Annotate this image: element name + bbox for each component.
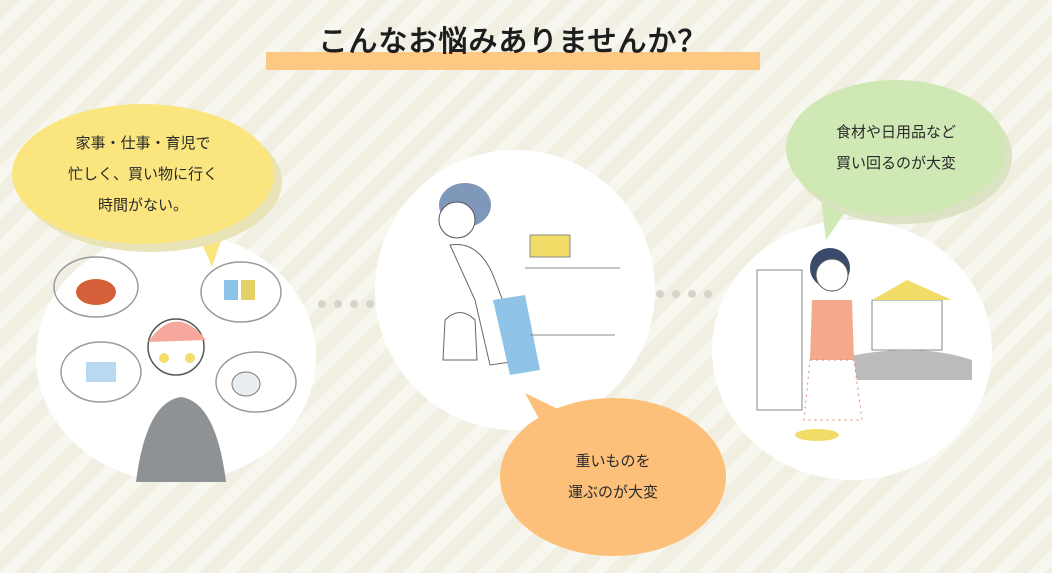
connector-dots	[318, 300, 374, 308]
illustration-circle-busy	[36, 232, 316, 482]
concern-text: 家事・仕事・育児で 忙しく、買い物に行く 時間がない。	[67, 133, 218, 214]
busy-mother-illustration	[53, 256, 297, 482]
bubble-shape	[12, 104, 274, 244]
title-underline	[266, 52, 760, 70]
elderly-woman-carrying-bags-illustration	[438, 183, 620, 375]
page-title: こんなお悩みありませんか？	[318, 24, 708, 58]
speech-bubble-errands: 食材や日用品など 買い回るのが大変	[786, 80, 1012, 224]
illustration-circle-heavy	[375, 150, 655, 430]
tired-woman-walking-illustration	[756, 248, 972, 441]
concern-text: 重いものを 運ぶのが大変	[567, 452, 658, 501]
section-heading: こんなお悩みありませんか？	[266, 18, 760, 70]
speech-bubble-busy: 家事・仕事・育児で 忙しく、買い物に行く 時間がない。	[12, 104, 282, 252]
illustration-circle-errands	[712, 220, 992, 480]
concern-text: 食材や日用品など 買い回るのが大変	[835, 123, 956, 172]
bubble-shape	[786, 80, 1006, 216]
connector-dots	[656, 290, 712, 298]
speech-bubble-heavy: 重いものを 運ぶのが大変	[500, 398, 726, 556]
bubble-shape	[500, 398, 726, 556]
